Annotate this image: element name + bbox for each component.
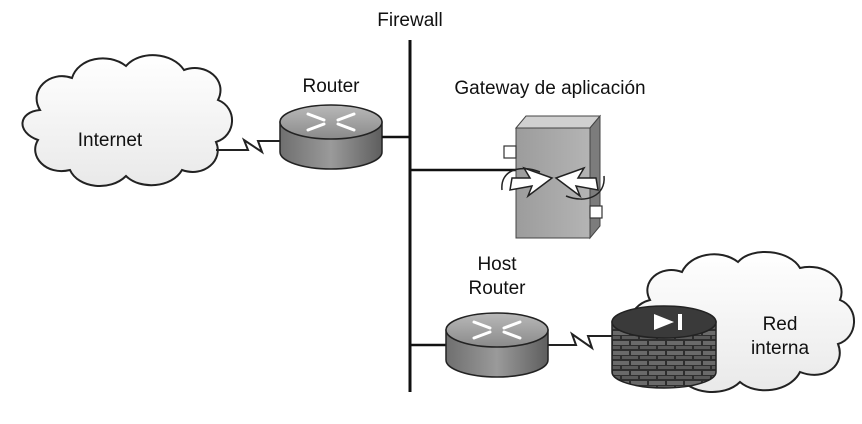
application-gateway-icon [501,114,605,240]
host-router-label: Router [468,278,526,299]
internet-cloud [21,54,233,188]
red-label: Red [763,314,798,335]
gateway-label: Gateway de aplicación [454,78,645,99]
router-icon [279,104,383,170]
interna-label: interna [751,338,810,359]
router-label: Router [302,76,360,97]
host-router-icon [445,312,549,378]
firewall-label: Firewall [377,10,442,31]
firewall-device-icon [611,305,717,389]
serial-link-internal [548,331,612,351]
internet-label: Internet [78,130,143,151]
serial-link-internet [216,137,280,155]
host-label: Host [477,254,517,275]
